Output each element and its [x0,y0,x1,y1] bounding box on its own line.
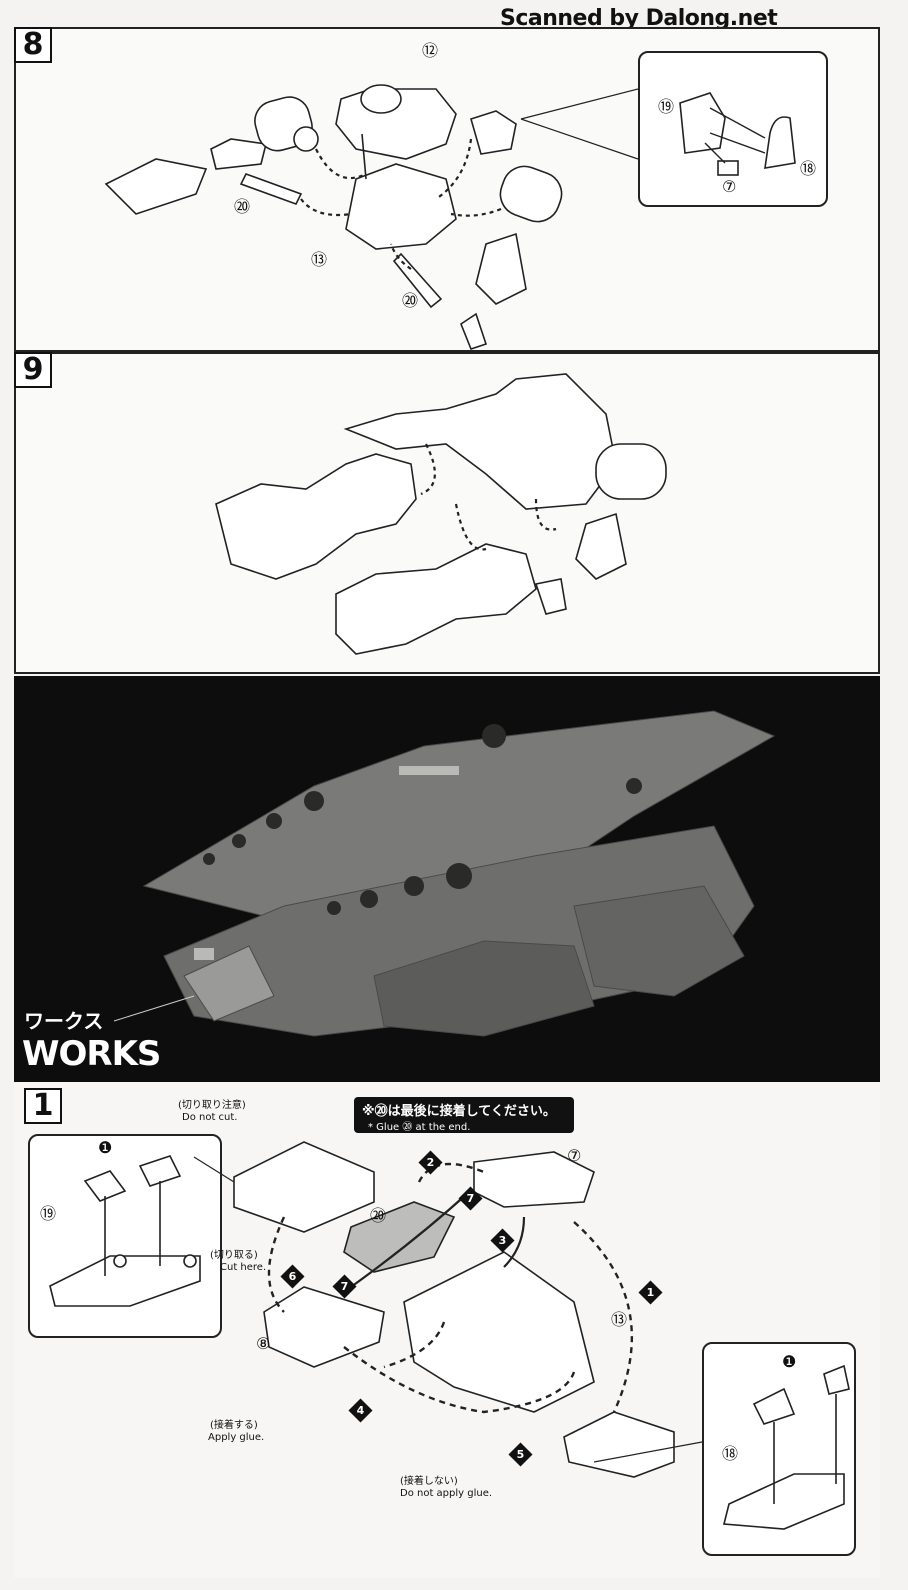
right-detail-callout: ❶ ⑱ [702,1342,856,1556]
part-13-label: ⑬ [311,250,328,269]
do-not-cut-jp: (切り取り注意) [178,1100,246,1111]
step-8-diagram [104,84,639,350]
part-1b-label: ❶ [782,1352,797,1371]
no-glue-jp: (接着しない) [400,1476,458,1487]
step-9-number: 9 [14,352,52,388]
scan-watermark: Scanned by Dalong.net [500,6,778,31]
step-9-panel: 9 [14,352,880,674]
order-2-marker: 2 [418,1150,443,1175]
works-title-en: WORKS [22,1034,161,1074]
part-12-label: ⑫ [422,41,439,60]
part-7-label: ⑦ [567,1146,582,1165]
glue-note-en: * Glue ⑳ at the end. [368,1122,471,1133]
step-8-number: 8 [14,27,52,63]
order-5-marker: 5 [508,1442,533,1467]
order-3-marker: 3 [490,1228,515,1253]
works-photo [14,676,880,1082]
left-detail-callout: ❶ ⑲ [28,1134,222,1338]
step-9-diagram [215,373,667,655]
no-glue-en: Do not apply glue. [400,1488,493,1499]
order-7a-marker: 7 [458,1186,483,1211]
cut-here-jp: (切り取る) [210,1250,258,1261]
part-19-label: ⑲ [658,97,675,116]
order-4-marker: 4 [348,1398,373,1423]
part-7-label: ⑦ [722,177,737,196]
step-8-detail-callout: ⑲ ⑱ ⑦ [638,51,828,207]
order-1-marker: 1 [638,1280,663,1305]
step-1-diagram [193,1141,703,1478]
apply-glue-en: Apply glue. [208,1432,265,1443]
part-8-label: ⑧ [256,1334,271,1353]
part-20b-label: ⑳ [402,291,419,310]
part-19-label: ⑲ [40,1204,57,1223]
glue-at-end-note: ※⑳は最後に接着してください。 * Glue ⑳ at the end. [354,1097,574,1133]
part-18-label: ⑱ [800,159,817,178]
order-6-marker: 6 [280,1264,305,1289]
part-13-label: ⑬ [611,1310,628,1329]
do-not-cut-en: Do not cut. [182,1112,238,1123]
part-1a-label: ❶ [98,1138,113,1157]
step-8-panel: 8 [14,27,880,352]
part-18-label: ⑱ [722,1444,739,1463]
step-1-number: 1 [24,1088,62,1124]
works-title-jp: ワークス [24,1009,104,1033]
glue-note-jp: ※⑳は最後に接着してください。 [362,1104,556,1119]
cut-here-en: Cut here. [220,1262,267,1273]
part-20a-label: ⑳ [234,197,251,216]
apply-glue-jp: (接着する) [210,1420,258,1431]
order-7b-marker: 7 [332,1274,357,1299]
part-20-label: ⑳ [370,1206,387,1225]
step-1-panel: 1 ❶ ⑲ ❶ ⑱ [14,1082,880,1578]
